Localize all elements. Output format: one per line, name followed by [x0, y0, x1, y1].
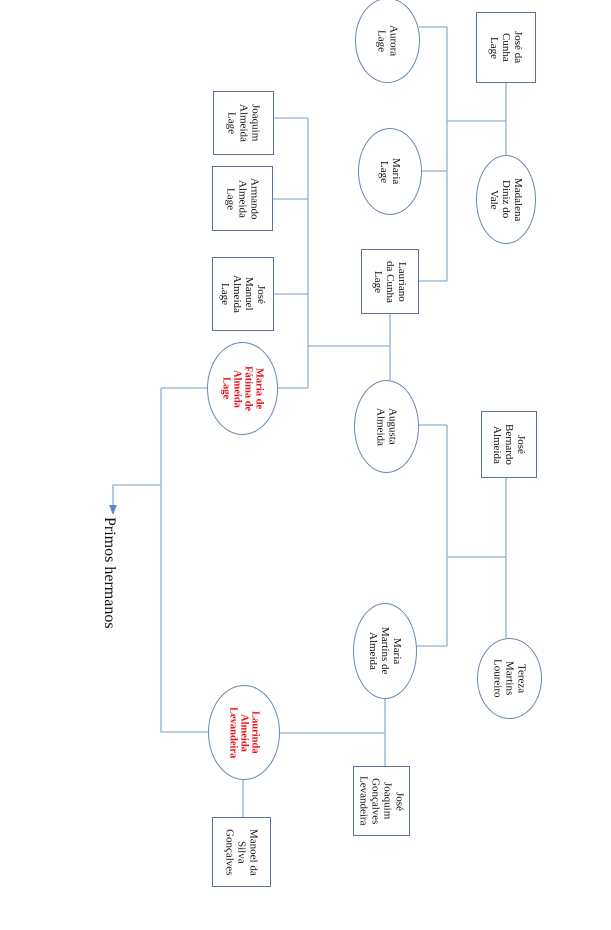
node-jose-joaquim-goncalves-levandeira: José Joaquim Gonçalves Levandeira [353, 766, 410, 836]
node-maria-lage: Maria Lage [358, 128, 422, 215]
node-lauriano-da-cunha-lage: Lauriano da Cunha Lage [361, 249, 419, 314]
node-label: Maria Lage [378, 158, 402, 185]
node-maria-de-fatima-de-almeida-lage: Maria de Fátima de Almeida Lage [207, 342, 278, 435]
node-augusta-almeida: Augusta Almeida [354, 380, 419, 473]
node-manoel-da-silva-goncalves: Manoel da Silva Gonçalves [212, 817, 271, 887]
node-label: Laurinda Almeida Levandeira [227, 706, 261, 759]
node-tereza-martins-loureiro: Tereza Martins Loureiro [477, 638, 542, 719]
node-jose-bernardo-almeida: José Bernardo Almeida [481, 411, 537, 478]
node-label: Lauriano da Cunha Lage [372, 260, 408, 303]
node-label: José Bernardo Almeida [491, 424, 527, 465]
node-jose-da-cunha-lage: José da Cunha Lage [476, 12, 536, 83]
node-label: José da Cunha Lage [488, 31, 524, 64]
arrow-connector [109, 484, 161, 516]
node-label: Madalena Diniz do Vale [488, 177, 524, 222]
node-jose-manuel-almeida-lage: José Manuel Almeida Lage [212, 257, 274, 331]
connector [160, 387, 208, 733]
connector [418, 26, 507, 282]
node-laurinda-almeida-levandeira: Laurinda Almeida Levandeira [208, 685, 280, 780]
connector [272, 117, 391, 389]
connector [416, 424, 507, 647]
node-armando-almeida-lage: Armando Almeida Lage [212, 166, 273, 231]
node-label: Aurora Lage [375, 24, 400, 57]
node-joaquim-almeida-lage: Joaquim Almeida Lage [213, 91, 274, 155]
node-label: José Manuel Almeida Lage [219, 275, 267, 313]
connector [242, 698, 386, 817]
node-label: Armando Almeida Lage [224, 177, 261, 220]
node-aurora-lage: Aurora Lage [355, 0, 420, 83]
node-label: Manoel da Silva Gonçalves [223, 828, 260, 876]
node-maria-martins-de-almeida: Maria Martins de Almeida [353, 603, 417, 699]
node-label: Maria Martins de Almeida [367, 627, 403, 675]
node-label: Joaquim Almeida Lage [225, 104, 262, 142]
caption-primos-hermanos: Primos hermanos [101, 517, 118, 629]
node-label: Tereza Martins Loureiro [491, 659, 528, 698]
node-label: José Joaquim Gonçalves Levandeira [357, 776, 406, 826]
node-label: Maria de Fátima de Almeida Lage [220, 365, 265, 412]
node-label: Augusta Almeida [374, 407, 399, 446]
node-madalena-diniz-do-vale: Madalena Diniz do Vale [476, 155, 536, 244]
